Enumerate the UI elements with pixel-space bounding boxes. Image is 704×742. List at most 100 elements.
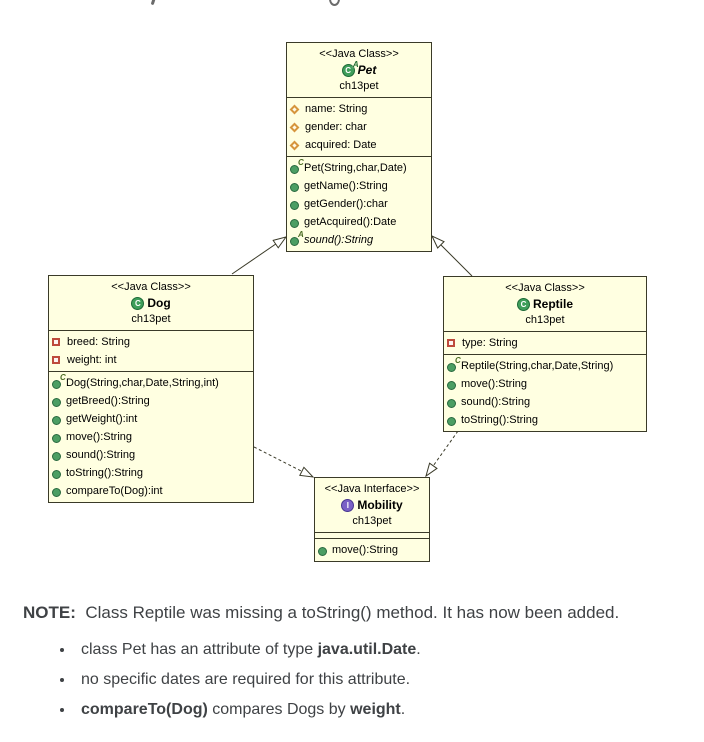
visibility-glyph (289, 140, 300, 150)
method-text: getBreed():String (66, 395, 150, 407)
method-row: move():String (49, 428, 253, 446)
note-bullet: class Pet has an attribute of type java.… (75, 640, 693, 660)
realization-arrow-reptile-to-mobility (425, 430, 459, 478)
note-section: NOTE: Class Reptile was missing a toStri… (23, 602, 693, 730)
visibility-glyph (289, 122, 300, 132)
visibility-glyph (52, 433, 61, 443)
constructor-decorator: C (298, 157, 304, 167)
attributes-compartment: type: String (444, 331, 646, 354)
public-method-icon (318, 544, 332, 557)
public-method-icon (52, 485, 66, 498)
visibility-glyph (290, 164, 299, 174)
visibility-glyph (447, 398, 456, 408)
visibility-glyph (52, 451, 61, 461)
attribute-text: weight: int (67, 354, 117, 366)
visibility-glyph (290, 200, 299, 210)
interface-icon: I (341, 498, 355, 512)
attribute-text: acquired: Date (305, 139, 377, 151)
visibility-glyph (52, 356, 60, 364)
public-method-icon (52, 413, 66, 426)
note-bullet: no specific dates are required for this … (75, 670, 693, 690)
public-method-icon (290, 180, 304, 193)
generalization-arrow-dog-to-pet (231, 236, 288, 275)
generalization-arrow-reptile-to-pet (430, 234, 473, 277)
stereotype-label: <<Java Class>> (111, 281, 191, 293)
text-segment: class Pet has an attribute of type (81, 641, 318, 658)
package-name: ch13pet (352, 515, 392, 527)
method-row: getAcquired():Date (287, 213, 431, 231)
method-row: toString():String (444, 411, 646, 429)
public-method-icon (447, 378, 461, 391)
public-method-icon (447, 396, 461, 409)
visibility-glyph (447, 416, 456, 426)
private-field-icon (52, 356, 67, 364)
method-text: compareTo(Dog):int (66, 485, 163, 497)
package-name: ch13pet (525, 314, 565, 326)
attributes-compartment: breed: String weight: int (49, 330, 253, 371)
text-segment: compareTo(Dog) (81, 701, 208, 718)
class-icon: C (131, 296, 145, 310)
private-field-icon (447, 339, 462, 347)
visibility-glyph (52, 415, 61, 425)
method-text: toString():String (461, 414, 539, 426)
realization-arrow-dog-to-mobility (253, 446, 315, 478)
visibility-glyph (52, 397, 61, 407)
attributes-compartment: name: String gender: char acquired: Date (287, 97, 431, 156)
method-text: Reptile(String,char,Date,String) (461, 360, 614, 372)
method-row: move():String (315, 541, 429, 559)
icon-letter: I (346, 500, 349, 510)
method-text: move():String (461, 378, 528, 390)
method-text: move():String (66, 431, 133, 443)
stereotype-label: <<Java Class>> (319, 48, 399, 60)
icon-letter: C (345, 65, 352, 75)
protected-field-icon (289, 104, 305, 114)
visibility-glyph (289, 104, 300, 114)
attribute-row: weight: int (49, 351, 253, 369)
visibility-glyph (52, 379, 61, 389)
methods-compartment: move():String (315, 538, 429, 561)
method-row: getWeight():int (49, 410, 253, 428)
text-segment: compares Dogs by (207, 701, 351, 718)
abstract-decorator: A (298, 229, 304, 239)
attributes-compartment (315, 532, 429, 538)
text-segment: no specific dates are required for this … (81, 671, 411, 688)
text-segment: java.util.Date (317, 641, 417, 658)
method-row: toString():String (49, 464, 253, 482)
visibility-glyph (447, 380, 456, 390)
method-row: move():String (444, 375, 646, 393)
public-method-icon (290, 216, 304, 229)
attribute-text: name: String (305, 103, 368, 115)
method-row: sound():String (444, 393, 646, 411)
method-text: sound():String (461, 396, 531, 408)
attribute-row: breed: String (49, 333, 253, 351)
stereotype-label: <<Java Class>> (505, 282, 585, 294)
attribute-row: name: String (287, 100, 431, 118)
method-row: getBreed():String (49, 392, 253, 410)
public-method-icon (52, 395, 66, 408)
method-text: toString():String (66, 467, 144, 479)
class-icon: C (516, 297, 530, 311)
method-row: getGender():char (287, 195, 431, 213)
attribute-row: gender: char (287, 118, 431, 136)
note-bullet: compareTo(Dog) compares Dogs by weight. (75, 700, 693, 720)
attribute-text: breed: String (67, 336, 130, 348)
icon-letter: C (134, 298, 141, 308)
method-text: getGender():char (304, 198, 388, 210)
class-name: Pet (357, 63, 377, 77)
text-segment: . (416, 641, 421, 658)
method-row: sound():String (49, 446, 253, 464)
